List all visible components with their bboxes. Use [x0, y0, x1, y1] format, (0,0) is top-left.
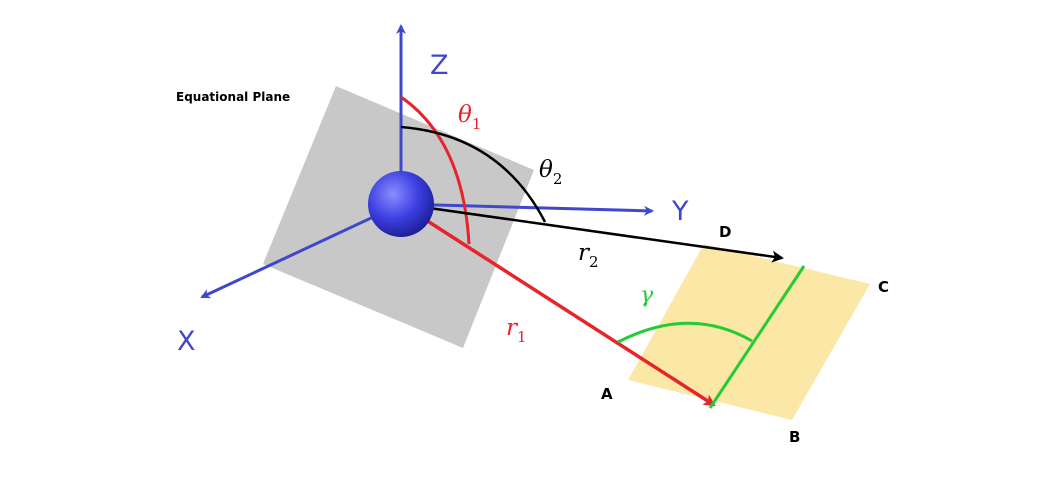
target-plane — [628, 244, 870, 420]
point-c-label: C — [878, 278, 889, 296]
target-plane-line — [708, 265, 806, 409]
r2-label: r2 — [578, 240, 599, 271]
theta2-arc — [400, 125, 547, 223]
theta2-label: θ2 — [539, 157, 562, 188]
plane-label: Equational Plane — [176, 90, 290, 104]
z-axis-label: Z — [430, 50, 449, 81]
point-d-label: D — [719, 223, 731, 241]
y-axis — [400, 202, 654, 216]
r1-vector — [400, 202, 716, 407]
gamma-label: γ — [640, 283, 654, 308]
theta1-arc — [400, 95, 471, 245]
theta1-label: θ1 — [458, 102, 481, 133]
r1-label: r1 — [506, 315, 527, 346]
point-a-label: A — [601, 385, 613, 403]
y-axis-label: Y — [671, 196, 689, 227]
x-axis-label: X — [177, 326, 196, 357]
point-b-label: B — [789, 428, 800, 446]
r2-vector — [400, 202, 784, 263]
gamma-arc — [617, 321, 753, 344]
x-axis — [200, 202, 402, 299]
origin-sphere — [368, 171, 434, 237]
